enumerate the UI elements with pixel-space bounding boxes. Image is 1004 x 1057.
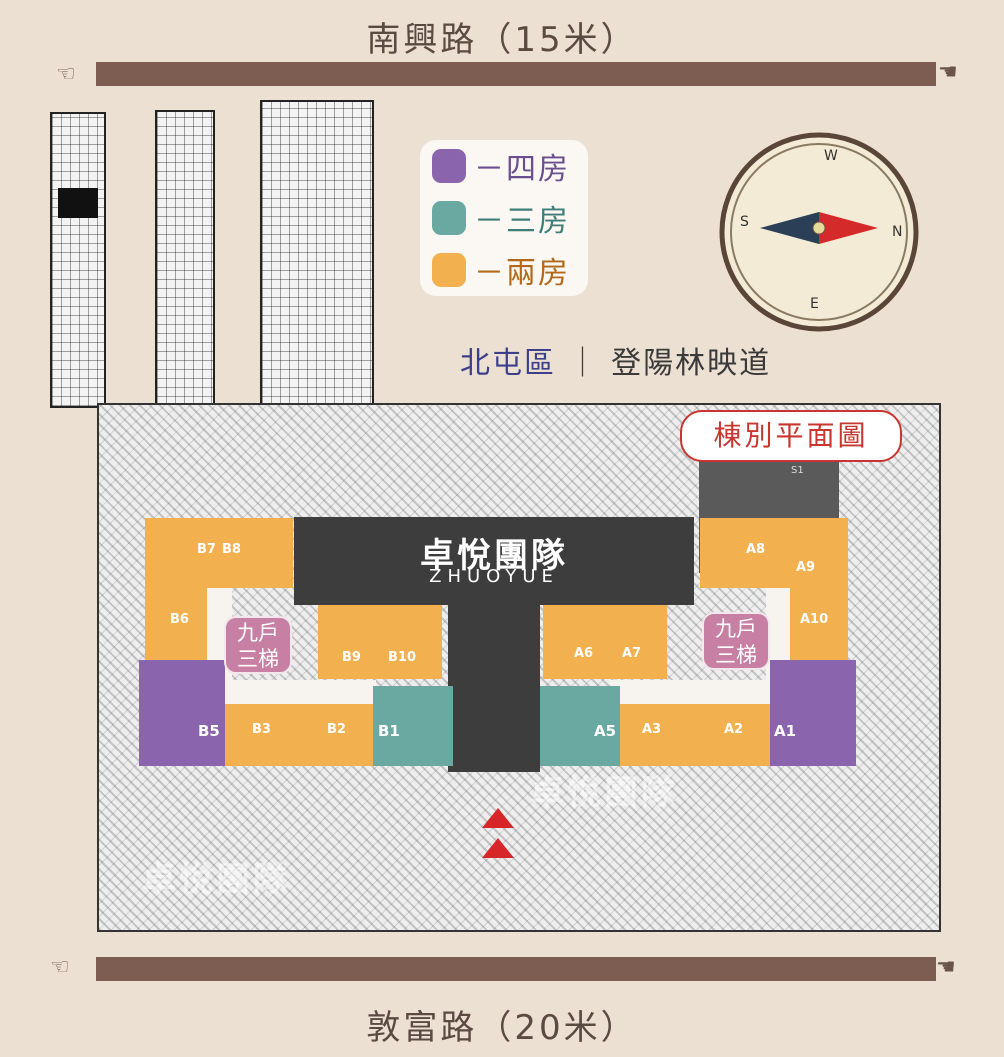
unit-label-a7: A7 bbox=[622, 646, 642, 661]
stair-badge-west: 九戶 三梯 bbox=[224, 616, 292, 674]
pointing-hand-icon: ☜ bbox=[50, 955, 70, 980]
project-title: 北屯區 ｜ 登陽林映道 bbox=[460, 338, 771, 382]
neighbor-building bbox=[260, 100, 374, 408]
unit-a5 bbox=[540, 686, 620, 766]
district-name: 北屯區 bbox=[460, 346, 556, 381]
unit-a1 bbox=[770, 660, 856, 766]
compass-needle-north bbox=[819, 212, 878, 244]
unit-b7-b8 bbox=[145, 518, 293, 588]
watermark: 卓悅團隊 bbox=[530, 773, 678, 813]
legend-item-three-rooms: －三房 bbox=[432, 198, 570, 239]
stair-badge-line1: 九戶 bbox=[237, 621, 279, 645]
unit-label-b6: B6 bbox=[170, 612, 189, 627]
unit-b1 bbox=[373, 686, 453, 766]
brand-name-en: ZHUOYUE bbox=[429, 566, 559, 587]
unit-label-b3: B3 bbox=[252, 722, 271, 737]
unit-b5 bbox=[139, 660, 225, 766]
unit-label-b2: B2 bbox=[327, 722, 346, 737]
legend-item-four-rooms: －四房 bbox=[432, 146, 570, 187]
unit-a6-a7 bbox=[543, 605, 667, 679]
unit-label-b5: B5 bbox=[198, 722, 220, 740]
corridor bbox=[206, 680, 376, 704]
stair-badge-line1: 九戶 bbox=[715, 617, 757, 641]
legend-label: －兩房 bbox=[474, 256, 570, 291]
compass-s: S bbox=[740, 214, 749, 230]
legend-label: －四房 bbox=[474, 152, 570, 187]
unit-label-b10: B10 bbox=[388, 650, 416, 665]
unit-b9-b10 bbox=[318, 605, 442, 679]
room-type-legend: －四房 －三房 －兩房 bbox=[420, 140, 588, 296]
unit-label-b8: B8 bbox=[222, 542, 241, 557]
legend-swatch bbox=[432, 201, 466, 235]
stair-badge-east: 九戶 三梯 bbox=[702, 612, 770, 670]
title-separator: ｜ bbox=[567, 346, 600, 381]
unit-label-a8: A8 bbox=[746, 542, 766, 557]
unit-a8-a9 bbox=[700, 518, 848, 588]
brand-name: 卓悅團隊 bbox=[420, 536, 568, 576]
stair-badge-line2: 三梯 bbox=[715, 643, 757, 667]
unit-b6 bbox=[145, 588, 207, 660]
compass-icon: W N S E bbox=[719, 132, 919, 332]
legend-swatch bbox=[432, 253, 466, 287]
unit-label-a2: A2 bbox=[724, 722, 744, 737]
unit-label-b7: B7 bbox=[197, 542, 216, 557]
lobby-block bbox=[294, 517, 694, 605]
driveway bbox=[448, 600, 540, 772]
pointing-hand-icon: ☚ bbox=[936, 955, 956, 980]
chevron-up-icon bbox=[482, 838, 514, 858]
unit-label-a9: A9 bbox=[796, 560, 816, 575]
unit-label-b9: B9 bbox=[342, 650, 361, 665]
bottom-road bbox=[96, 957, 936, 981]
stair-badge-line2: 三梯 bbox=[237, 647, 279, 671]
compass-needle-south bbox=[760, 212, 819, 244]
compass-w: W bbox=[824, 148, 838, 164]
neighbor-building bbox=[155, 110, 215, 408]
bottom-road-name: 敦富路（20米） bbox=[366, 1008, 638, 1048]
top-road-name: 南興路（15米） bbox=[366, 20, 638, 60]
unit-label-a1: A1 bbox=[774, 722, 797, 740]
pointing-hand-icon: ☚ bbox=[938, 60, 958, 85]
legend-swatch bbox=[432, 149, 466, 183]
pointing-hand-icon: ☜ bbox=[56, 62, 76, 87]
unit-label-b1: B1 bbox=[378, 722, 400, 740]
unit-b3-b2 bbox=[225, 704, 373, 766]
compass-n: N bbox=[892, 224, 902, 240]
compass-e: E bbox=[810, 296, 819, 312]
top-road bbox=[96, 62, 936, 86]
chevron-up-icon bbox=[482, 808, 514, 828]
legend-label: －三房 bbox=[474, 204, 570, 239]
unit-a3-a2 bbox=[620, 704, 770, 766]
unit-label-a3: A3 bbox=[642, 722, 662, 737]
unit-label-a6: A6 bbox=[574, 646, 594, 661]
watermark: 卓悅團隊 bbox=[142, 860, 290, 900]
legend-item-two-rooms: －兩房 bbox=[432, 250, 570, 291]
corridor bbox=[610, 680, 780, 704]
project-name: 登陽林映道 bbox=[611, 346, 772, 381]
floor-plan-badge: 棟別平面圖 bbox=[680, 410, 902, 462]
unit-label-a5: A5 bbox=[594, 722, 617, 740]
neighbor-building bbox=[50, 112, 106, 408]
dark-block bbox=[58, 188, 98, 218]
unit-label-a10: A10 bbox=[800, 612, 829, 627]
s1-label: S1 bbox=[791, 465, 804, 476]
unit-a10 bbox=[790, 588, 848, 660]
